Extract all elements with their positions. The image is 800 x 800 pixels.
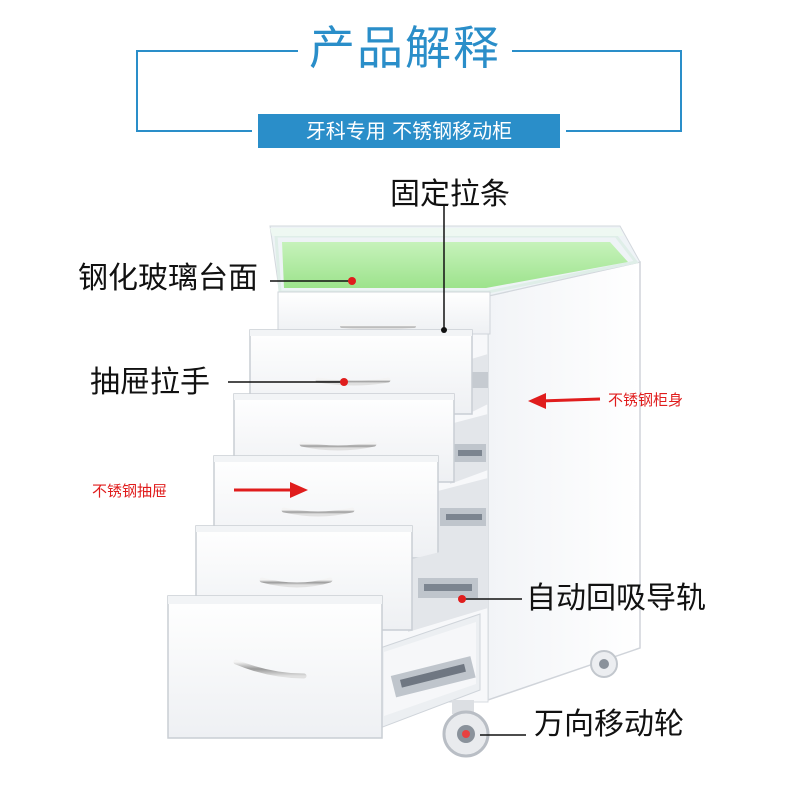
label-drawer-handle: 抽屉拉手 [90, 365, 210, 400]
label-fixed-strip: 固定拉条 [390, 177, 510, 212]
label-auto-rail: 自动回吸导轨 [526, 581, 706, 616]
header-frame-top-left [136, 50, 298, 52]
label-glass-top: 钢化玻璃台面 [78, 261, 258, 296]
header-frame-bottom-left [136, 130, 252, 132]
header-frame-top-right [512, 50, 682, 52]
caster-rear [590, 650, 618, 678]
header-frame-right [680, 50, 682, 132]
page-title: 产品解释 [309, 21, 501, 75]
caster-front [442, 700, 490, 758]
glass-top [270, 228, 639, 294]
label-stainless-body: 不锈钢柜身 [608, 391, 684, 409]
label-caster: 万向移动轮 [534, 707, 684, 742]
header-frame-left [136, 50, 138, 132]
top-fixed-strip [277, 291, 491, 352]
label-stainless-drawer: 不锈钢抽屉 [92, 482, 168, 500]
arrow-body-icon [528, 393, 601, 409]
arrow-drawer-icon [234, 482, 308, 498]
header-frame-bottom-right [566, 130, 682, 132]
drawer-5 [167, 595, 481, 739]
subtitle-banner: 牙科专用 不锈钢移动柜 [258, 114, 560, 148]
